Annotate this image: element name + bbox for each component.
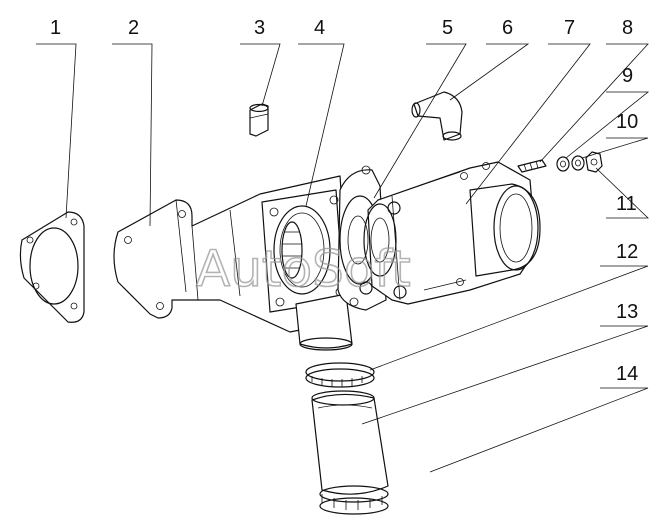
callout-11: 11: [616, 193, 637, 215]
callout-6: 6: [502, 17, 513, 39]
part-1-gasket: [19, 211, 85, 323]
callout-12: 12: [616, 241, 638, 263]
leader-2: [112, 43, 153, 227]
part-2-exhaust-manifold: [113, 175, 353, 351]
leader-5: [373, 43, 467, 199]
leader-lines: [36, 43, 650, 473]
part-3-plug: [249, 103, 269, 137]
leader-9: [565, 91, 650, 159]
part-10-washer: [571, 155, 585, 171]
callout-10: 10: [616, 111, 638, 133]
leader-1: [36, 43, 77, 219]
callout-4: 4: [314, 17, 325, 39]
leader-13: [361, 325, 649, 425]
leader-8: [539, 43, 649, 163]
part-8-stud: [517, 159, 547, 173]
part-13-hose: [311, 390, 389, 495]
part-14-lower-clamp: [319, 485, 389, 515]
callout-1: 1: [50, 17, 61, 39]
leader-10: [581, 137, 649, 159]
part-6-elbow-fitting: [411, 91, 463, 141]
watermark: AutoSoft: [196, 240, 411, 298]
callout-14: 14: [616, 363, 638, 385]
leader-6: [449, 43, 530, 101]
callout-7: 7: [564, 17, 575, 39]
callout-13: 13: [616, 301, 638, 323]
callout-9: 9: [622, 65, 633, 87]
part-7-housing: [359, 161, 541, 305]
leader-3: [240, 43, 281, 107]
leader-14: [429, 387, 649, 473]
leader-11: [595, 167, 649, 219]
part-9-washer: [556, 156, 570, 172]
callout-8: 8: [622, 17, 633, 39]
leader-4: [298, 43, 345, 207]
leader-7: [465, 43, 591, 205]
callout-3: 3: [254, 17, 265, 39]
part-11-nut: [585, 151, 603, 173]
part-12-clamp-ring: [305, 362, 375, 388]
callout-2: 2: [128, 17, 139, 39]
leader-12: [369, 265, 649, 371]
callout-5: 5: [442, 17, 453, 39]
callout-numbers: 1 2 3 4 5 6 7 8 9 10 11 12 13 14: [50, 17, 638, 385]
